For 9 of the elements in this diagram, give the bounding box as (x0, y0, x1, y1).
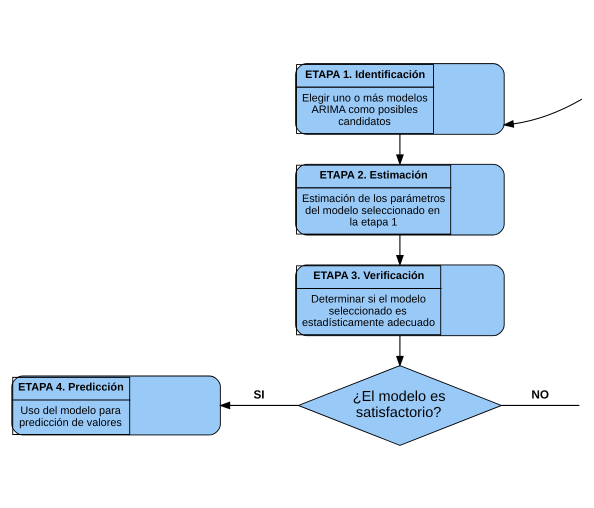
arrow (396, 335, 404, 367)
arrow (396, 234, 404, 266)
arrow (218, 401, 298, 409)
arrow (396, 134, 404, 166)
edge-label: NO (531, 388, 550, 402)
arrow (502, 98, 582, 128)
node-diamond: ¿El modelo es satisfactorio? (297, 364, 503, 446)
edge-label: SI (253, 388, 265, 402)
connector (502, 404, 580, 406)
